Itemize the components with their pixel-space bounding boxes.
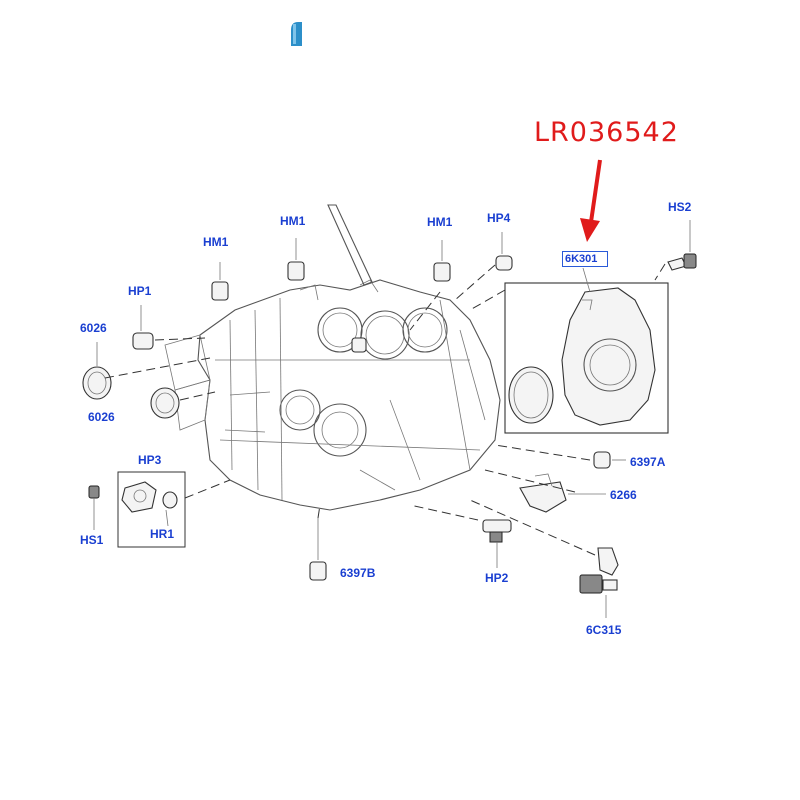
- rear-seal-panel: [504, 267, 669, 434]
- hp4-plug: [495, 232, 513, 271]
- callout-hs2: HS2: [668, 200, 692, 214]
- seal-6026-upper: [82, 342, 112, 400]
- callout-hs1: HS1: [80, 533, 104, 547]
- callout-hp3: HP3: [138, 453, 162, 467]
- callout-hm1-middle: HM1: [280, 214, 306, 228]
- callout-hm1-left: HM1: [203, 235, 229, 249]
- callout-hp4: HP4: [487, 211, 511, 225]
- callout-6397a: 6397A: [630, 455, 666, 469]
- hm1-plug-right: [433, 240, 451, 282]
- callout-6026-upper: 6026: [80, 321, 107, 335]
- red-arrow-icon: [580, 159, 602, 242]
- plug-6397b: [309, 518, 327, 581]
- callout-6k301: 6K301: [562, 251, 608, 267]
- plug-6397a: [593, 451, 611, 469]
- callout-hm1-right: HM1: [427, 215, 453, 229]
- hs2-bolt: [667, 220, 697, 271]
- hp1-plug: [132, 305, 154, 350]
- engine-block: [164, 204, 501, 511]
- seal-6026-lower: [150, 387, 180, 419]
- callout-6c315: 6C315: [586, 623, 622, 637]
- callout-hp1: HP1: [128, 284, 152, 298]
- callout-6266: 6266: [610, 488, 637, 502]
- callout-6397b: 6397B: [340, 566, 376, 580]
- hp3-assembly: [88, 471, 186, 548]
- part-number-label: LR036542: [534, 117, 679, 148]
- hp2-sensor: [482, 519, 512, 568]
- blue-tab-logo-icon: [291, 22, 302, 46]
- callout-hp2: HP2: [485, 571, 509, 585]
- sensor-6c315: [579, 547, 619, 618]
- hm1-plug-middle: [287, 238, 305, 281]
- bracket-6266: [519, 473, 567, 513]
- callout-6026-lower: 6026: [88, 410, 115, 424]
- callout-hr1: HR1: [150, 527, 175, 541]
- hm1-plug-left: [211, 262, 229, 301]
